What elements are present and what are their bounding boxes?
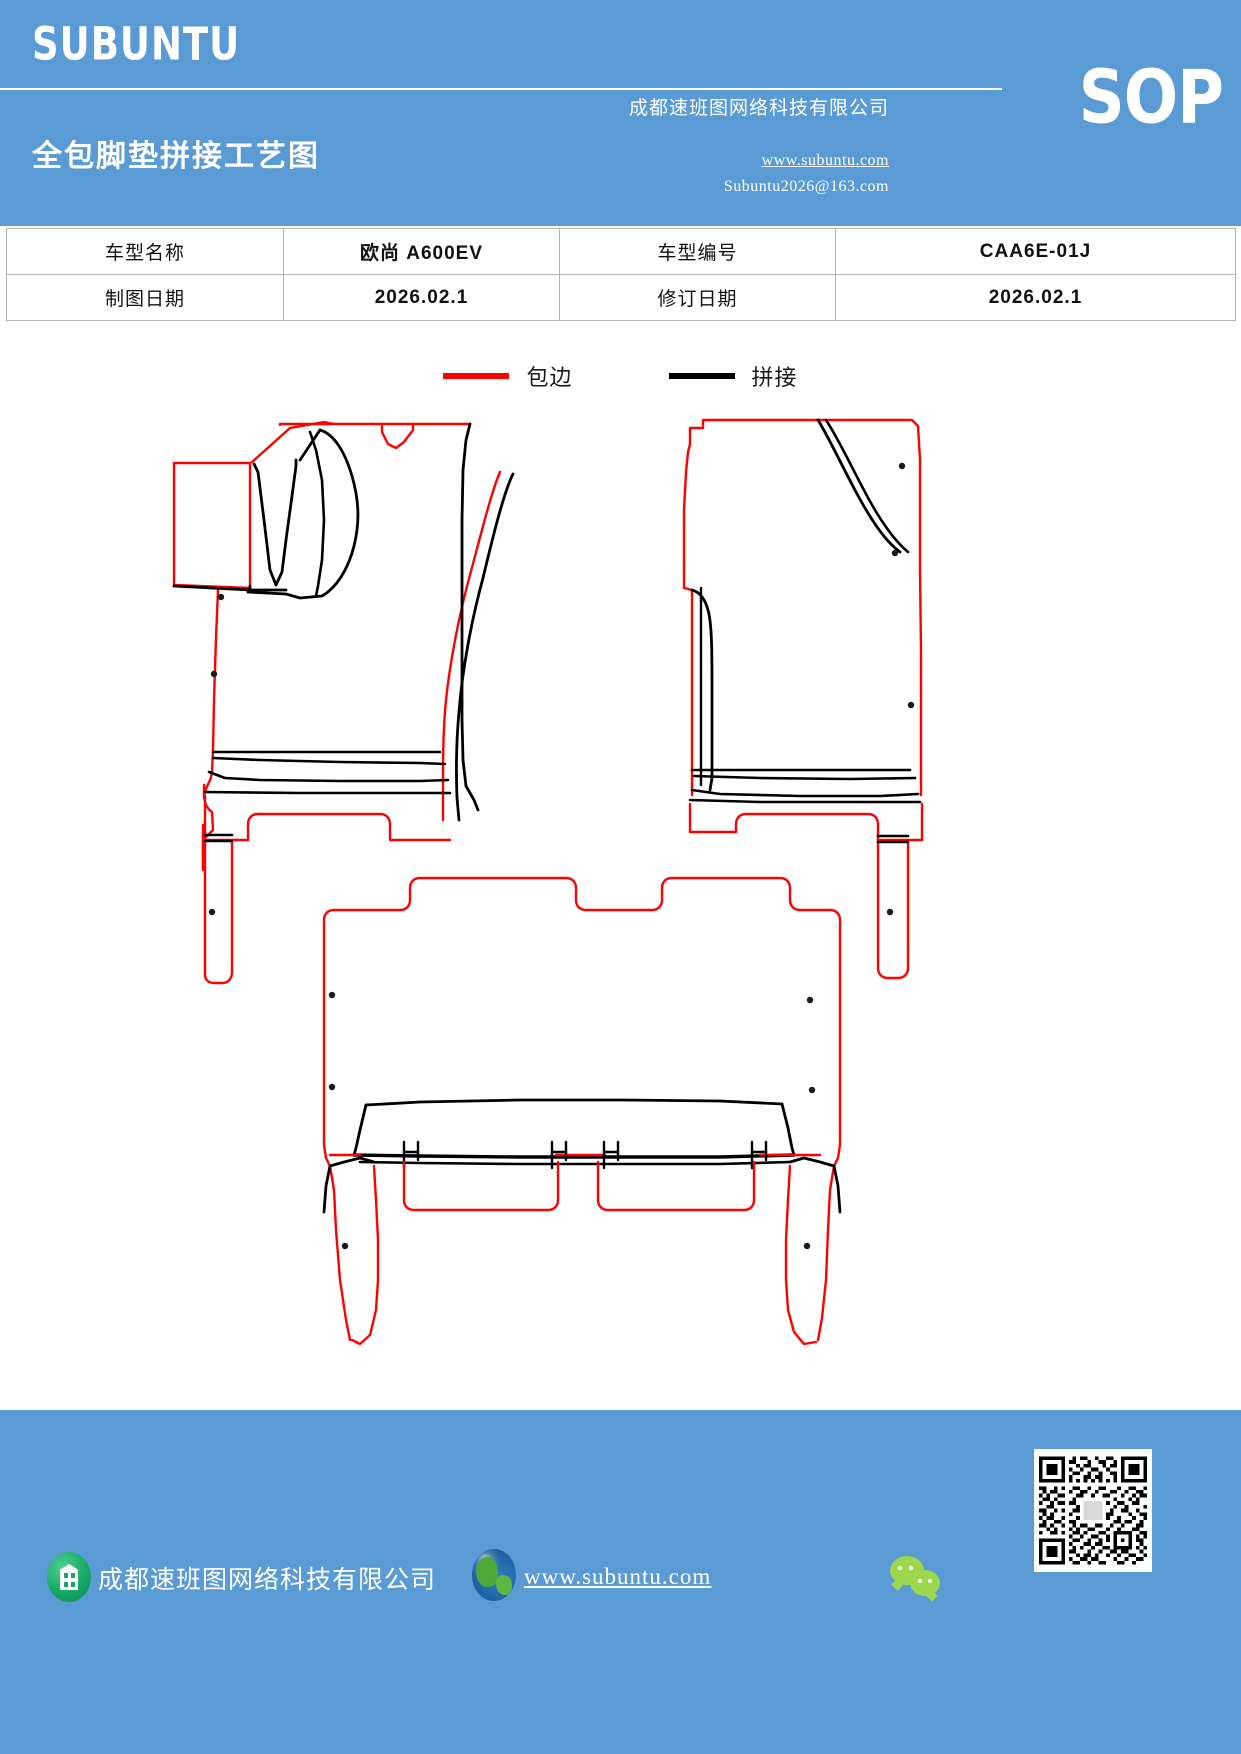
header-company-name: 成都速班图网络科技有限公司 [628,98,889,119]
marker-dot [803,1242,811,1250]
alignment-mark [750,1140,768,1170]
marker-dot [208,908,216,916]
footer-website-link[interactable]: www.subuntu.com [524,1564,712,1589]
marker-dot [217,593,225,601]
label-model-code: 车型编号 [559,228,836,275]
header-email[interactable]: Subuntu2026@163.com [723,178,889,195]
marker-dot [210,670,218,678]
qr-code-svg [1039,1456,1147,1565]
passenger-front-mat [682,418,924,980]
value-draw-date: 2026.02.1 [283,274,560,321]
brand-logo: SUBUNTU [32,18,241,71]
table-row: 制图日期 2026.02.1 修订日期 2026.02.1 [6,274,1236,321]
footer-company-name: 成都速班图网络科技有限公司 [98,1567,437,1594]
vehicle-info-table: 车型名称 欧尚 A600EV 车型编号 CAA6E-01J 制图日期 2026.… [6,228,1236,321]
technical-drawing [0,400,1241,1400]
alignment-mark [602,1140,620,1170]
table-row: 车型名称 欧尚 A600EV 车型编号 CAA6E-01J [6,228,1236,275]
sop-badge: SOP [1078,56,1224,142]
label-model-name: 车型名称 [6,228,284,275]
label-draw-date: 制图日期 [6,274,284,321]
value-model-code: CAA6E-01J [835,228,1236,275]
header-website-link[interactable]: www.subuntu.com [761,152,889,169]
value-revision-date: 2026.02.1 [835,274,1236,321]
marker-dot [806,996,814,1004]
qr-code-icon[interactable] [1034,1449,1152,1572]
page-header: SUBUNTU 成都速班图网络科技有限公司 全包脚垫拼接工艺图 www.subu… [0,0,1241,226]
red-line-swatch-icon [443,373,510,379]
marker-dot [898,462,906,470]
building-icon [47,1552,91,1602]
drawing-legend: 包边 拼接 [0,360,1241,392]
page-title: 全包脚垫拼接工艺图 [32,139,320,174]
header-divider [0,88,1002,90]
wechat-icon [890,1556,946,1600]
legend-label-seam: 拼接 [751,365,798,390]
value-model-name: 欧尚 A600EV [283,228,560,275]
legend-item-binding: 包边 [443,360,572,392]
mat-pattern-svg [172,418,924,1346]
black-line-swatch-icon [668,373,735,379]
globe-icon [472,1549,516,1601]
marker-dot [328,1083,336,1091]
driver-front-mat [172,420,515,985]
legend-item-seam: 拼接 [668,360,798,392]
rear-row-mat [322,876,842,1346]
marker-dot [886,908,894,916]
page-footer: 成都速班图网络科技有限公司 www.subuntu.com [0,1410,1241,1754]
legend-label-binding: 包边 [526,365,573,390]
marker-dot [907,701,915,709]
alignment-mark [550,1140,568,1170]
marker-dot [808,1086,816,1094]
marker-dot [341,1242,349,1250]
marker-dot [328,991,336,999]
marker-dot [891,549,899,557]
label-revision-date: 修订日期 [559,274,836,321]
